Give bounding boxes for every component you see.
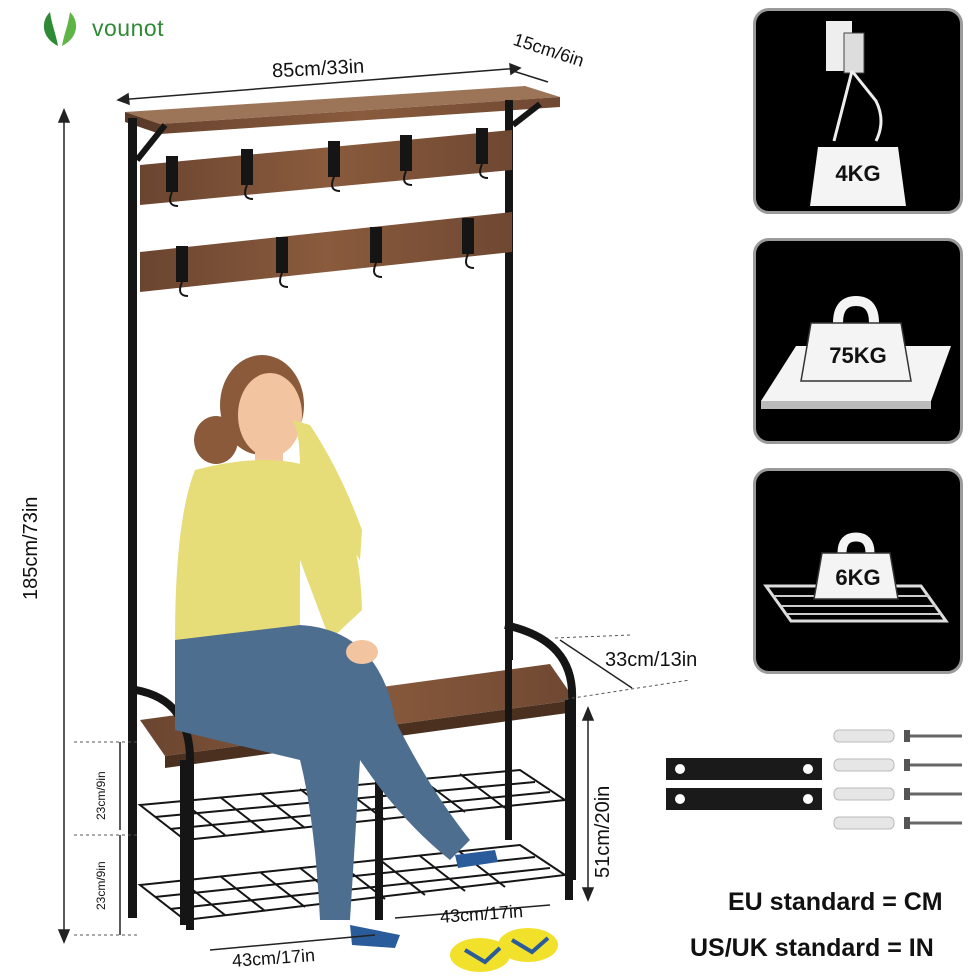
depth-dimension-line xyxy=(509,69,549,83)
shelf-load-label: 6KG xyxy=(835,565,881,590)
leaf-logo-icon xyxy=(43,12,77,46)
right-post xyxy=(505,100,513,660)
height-label: 185cm/73in xyxy=(20,496,42,600)
width-label: 85cm/33in xyxy=(271,55,365,83)
brand-name: vounot xyxy=(92,14,165,41)
wall-anchor-screw-icon xyxy=(833,729,962,830)
lower-hook-panel xyxy=(140,212,512,292)
top-shelf xyxy=(125,86,560,124)
eu-standard-note: EU standard = CM xyxy=(728,888,943,916)
width-dimension-line xyxy=(117,67,521,101)
bench-depth-dimension-line xyxy=(559,639,633,689)
bottom-front-dimension-line xyxy=(209,934,376,951)
bottom-back-dimension-line xyxy=(394,904,551,919)
bench-load-label: 75KG xyxy=(829,343,887,368)
bench-weight-icon xyxy=(761,295,951,409)
shelf-weight-icon xyxy=(763,532,949,623)
hook-load-panel: 4KG xyxy=(753,8,963,214)
bench-load-panel: 75KG xyxy=(753,238,963,444)
shelf-load-panel: 6KG xyxy=(753,468,963,674)
us-uk-standard-note: US/UK standard = IN xyxy=(690,934,934,962)
hook-load-label: 4KG xyxy=(835,161,881,186)
upper-hook-panel xyxy=(140,130,512,205)
left-post xyxy=(128,118,137,918)
shelf-gap-upper-label: 23cm/9in xyxy=(94,771,108,820)
hall-tree-illustration xyxy=(57,62,691,972)
seated-woman-figure xyxy=(175,355,498,948)
hooks xyxy=(166,128,488,282)
brand: vounot xyxy=(38,8,164,48)
shelf-gap-lower-label: 23cm/9in xyxy=(94,861,108,910)
anti-tip-strap-icon xyxy=(666,758,822,810)
sandals-icon xyxy=(450,928,558,972)
bench-depth-label: 33cm/13in xyxy=(605,649,698,671)
hook-weight-icon xyxy=(810,21,906,206)
bench-height-label: 51cm/20in xyxy=(592,785,614,878)
